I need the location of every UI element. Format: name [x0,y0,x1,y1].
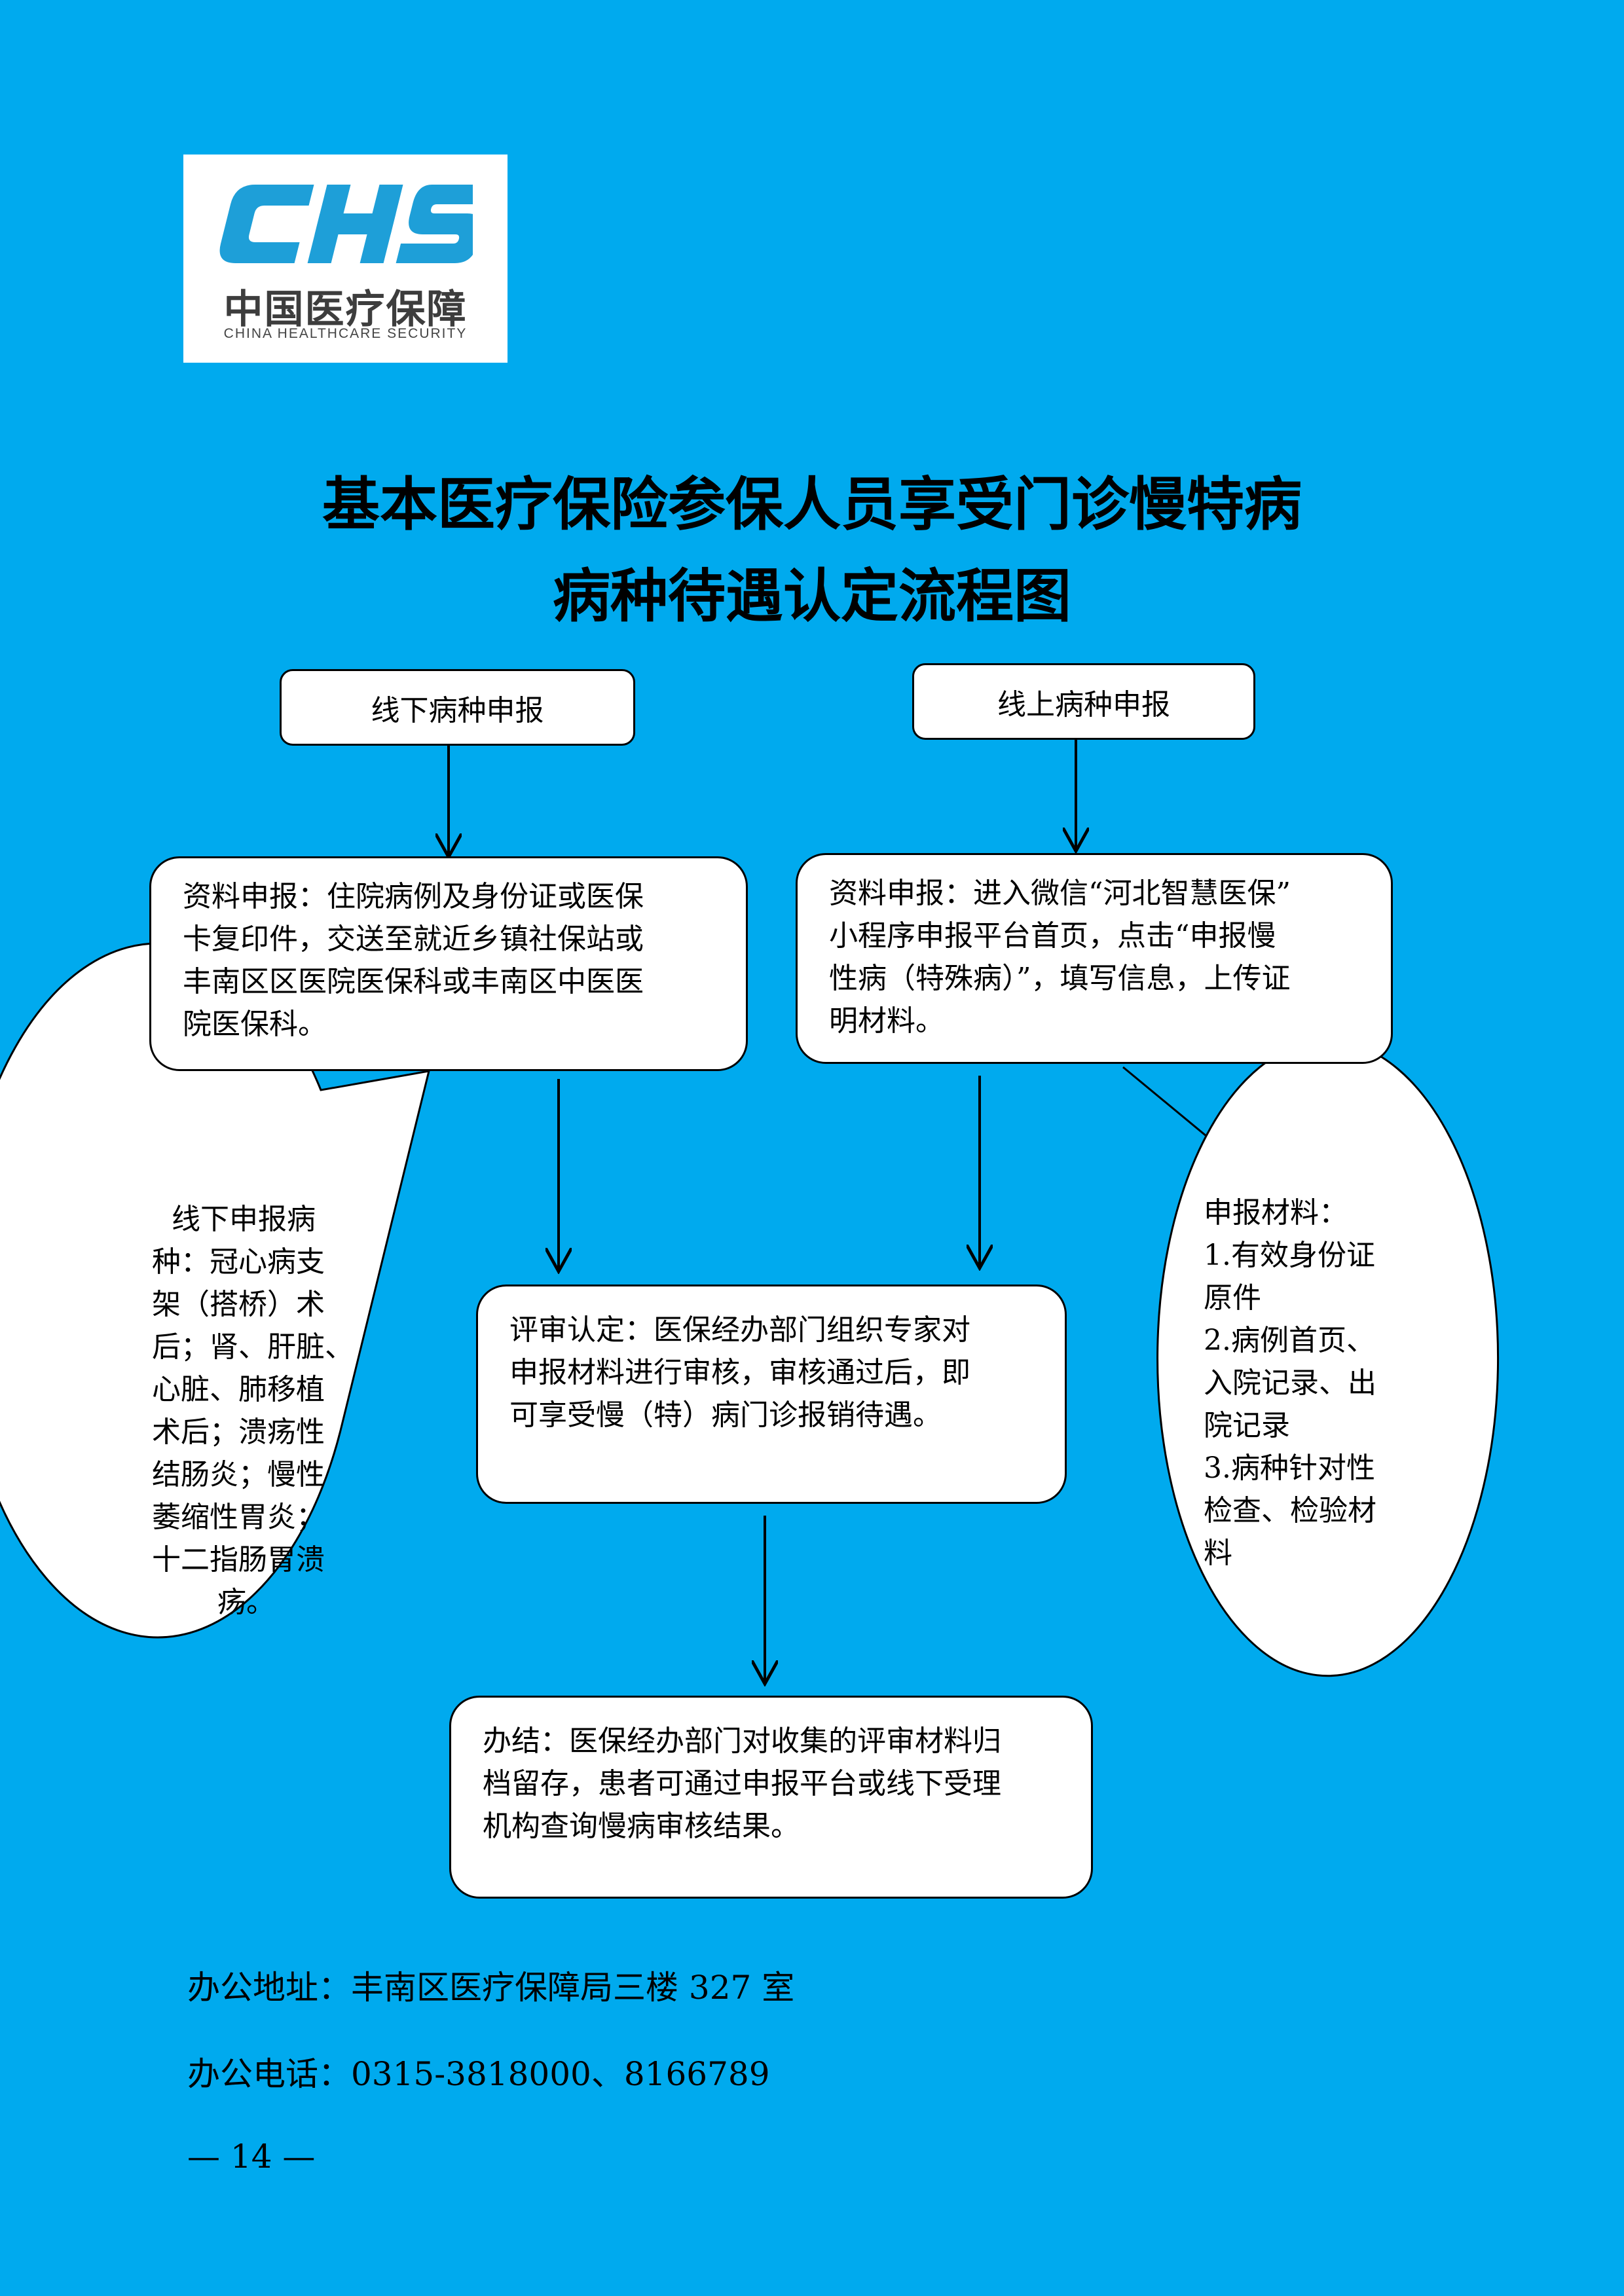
offline-diseases-line: 种：冠心病支 [152,1245,325,1279]
offline-material-line: 院医保科。 [183,1008,327,1041]
phone-label: 办公电话： [187,2055,351,2093]
online-material-box: 资料申报：进入微信“河北智慧医保” 小程序申报平台首页，点击“申报慢 性病（特殊… [796,853,1393,1064]
materials-text: 申报材料： 1.有效身份证 原件 2.病例首页、 入院记录、出 院记录 3.病种… [1204,1192,1420,1575]
review-line: 评审认定：医保经办部门组织专家对 [509,1313,970,1347]
offline-diseases-line: 心脏、肺移植 [152,1373,325,1406]
offline-diseases-line: 结肠炎；慢性 [152,1458,325,1491]
offline-diseases-line: 十二指肠胃溃 [152,1543,325,1576]
page-title-line-2: 病种待遇认定流程图 [552,562,1071,630]
finish-line: 办结：医保经办部门对收集的评审材料归 [483,1724,1001,1758]
offline-material-line: 资料申报：住院病例及身份证或医保 [183,880,644,913]
office-phone: 办公电话：0315-3818000、8166789 [187,2048,770,2095]
offline-diseases-line: 后；肾、肝脏、 [152,1330,354,1364]
chs-logo: 中国医疗保障 CHINA HEALTHCARE SECURITY [183,155,507,363]
materials-line: 3.病种针对性 [1204,1451,1375,1485]
logo-chinese-name: 中国医疗保障 [223,287,468,333]
offline-material-line: 卡复印件，交送至就近乡镇社保站或 [183,922,644,956]
offline-declaration-header: 线下病种申报 [280,669,635,746]
offline-diseases-line: 萎缩性胃炎； [152,1501,325,1534]
online-material-line: 资料申报：进入微信“河北智慧医保” [829,877,1291,910]
materials-line: 院记录 [1204,1409,1290,1442]
review-line: 可享受慢（特）病门诊报销待遇。 [509,1398,942,1432]
offline-material-line: 丰南区区医院医保科或丰南区中医医 [183,965,644,998]
review-box: 评审认定：医保经办部门组织专家对 申报材料进行审核，审核通过后，即 可享受慢（特… [476,1285,1067,1504]
finish-line: 机构查询慢病审核结果。 [483,1810,800,1843]
page-title-line-1: 基本医疗保险参保人员享受门诊慢特病 [322,471,1302,538]
chs-logo-mark [219,185,473,263]
online-declaration-header: 线上病种申报 [912,663,1255,740]
offline-diseases-line: 架（搭桥）术 [152,1288,325,1321]
offline-diseases-line: 术后；溃疡性 [152,1415,325,1449]
logo-english-name: CHINA HEALTHCARE SECURITY [223,326,468,341]
materials-line: 入院记录、出 [1204,1366,1376,1400]
address-value: 丰南区医疗保障局三楼 327 室 [351,1969,795,2007]
finish-box: 办结：医保经办部门对收集的评审材料归 档留存，患者可通过申报平台或线下受理 机构… [449,1696,1093,1899]
review-line: 申报材料进行审核，审核通过后，即 [509,1356,970,1389]
materials-line: 原件 [1204,1281,1261,1315]
address-label: 办公地址： [187,1969,351,2007]
materials-line: 1.有效身份证 [1204,1239,1375,1272]
finish-line: 档留存，患者可通过申报平台或线下受理 [483,1767,1001,1800]
materials-line: 检查、检验材 [1204,1494,1376,1527]
materials-line: 料 [1204,1537,1232,1570]
online-material-line: 性病（特殊病）”，填写信息，上传证 [829,962,1291,995]
materials-line: 2.病例首页、 [1204,1324,1375,1357]
online-material-line: 明材料。 [829,1004,944,1038]
online-material-line: 小程序申报平台首页，点击“申报慢 [829,919,1276,953]
phone-value: 0315-3818000、8166789 [351,2055,770,2093]
offline-diseases-text: 线下申报病 种：冠心病支 架（搭桥）术 后；肾、肝脏、 心脏、肺移植 术后；溃疡… [152,1198,355,1624]
materials-line: 申报材料： [1204,1196,1348,1230]
offline-diseases-line: 线下申报病 [172,1203,316,1236]
offline-material-box: 资料申报：住院病例及身份证或医保 卡复印件，交送至就近乡镇社保站或 丰南区区医院… [149,856,748,1071]
offline-diseases-line: 疡。 [217,1586,275,1619]
page-number: — 14 — [187,2138,316,2176]
office-address: 办公地址：丰南区医疗保障局三楼 327 室 [187,1961,794,2009]
